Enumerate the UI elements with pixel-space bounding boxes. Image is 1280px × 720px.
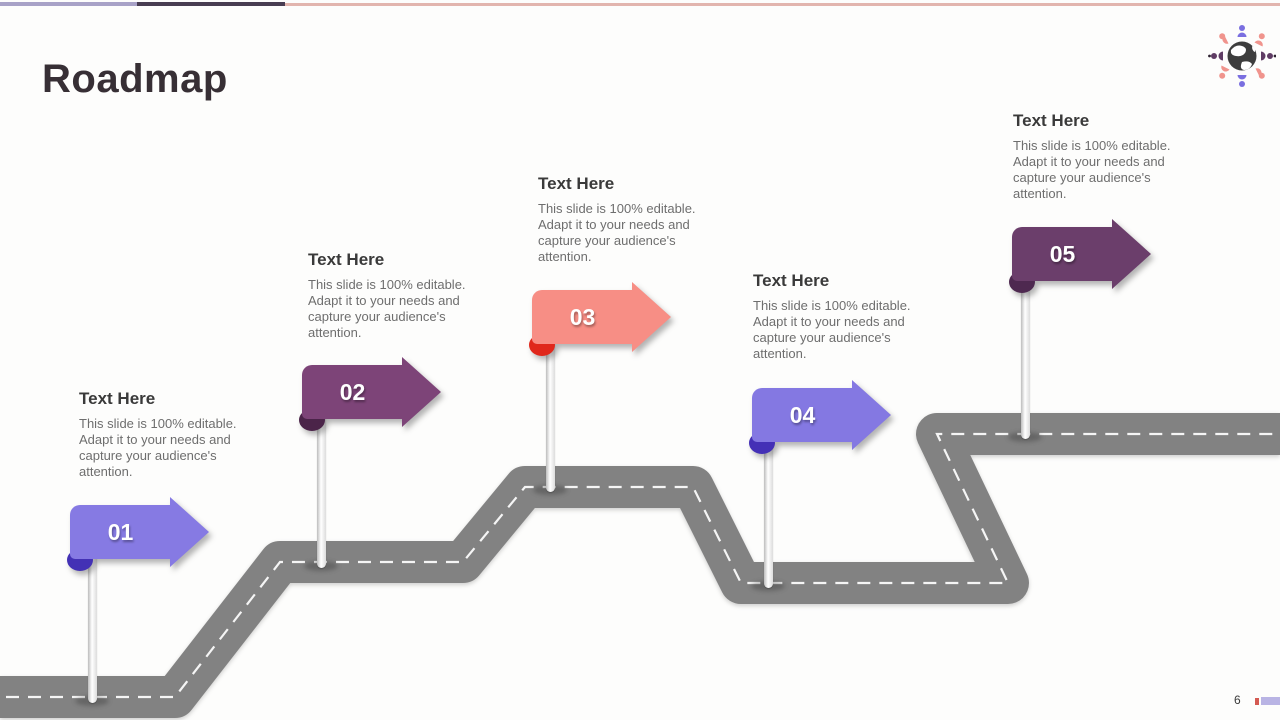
logo-person-w [1208,51,1223,61]
sign-number-01: 01 [107,518,134,545]
sign-number-05: 05 [1049,240,1076,267]
header-accent-bar-mid [137,2,285,6]
milestone-sign-05: 05 [1009,219,1152,293]
signpost-pole-02 [317,400,326,568]
sign-arrowhead-04 [852,380,891,450]
milestone-text-04: Text Here This slide is 100% editable. A… [753,271,925,362]
page-number: 6 [1234,693,1241,707]
sign-number-04: 04 [789,401,816,428]
sign-body-05 [1012,227,1113,281]
milestone-description-01: This slide is 100% editable. Adapt it to… [79,416,237,480]
sign-number-02: 02 [339,378,366,405]
road-centerline [0,432,1280,699]
sign-body-03 [532,290,633,344]
logo-person-nw [1219,33,1229,44]
milestone-sign-03: 03 [529,282,672,356]
sign-number-03: 03 [569,303,596,330]
footer-accent-bar [1261,697,1280,705]
milestone-sign-02: 02 [299,357,442,431]
header-accent-bar-right [285,3,1280,6]
footer-red-mark [1255,698,1259,705]
milestone-heading-05: Text Here [1013,111,1090,130]
milestone-text-01: Text Here This slide is 100% editable. A… [79,389,251,480]
milestone-sign-04: 04 [749,380,892,454]
signpost-pole-05 [1021,260,1030,439]
sign-body-04 [752,388,853,442]
logo-person-e [1261,51,1276,61]
slide-title: Roadmap [42,56,228,101]
sign-body-01 [70,505,171,559]
sign-arrowhead-05 [1112,219,1151,289]
sign-arrowhead-02 [402,357,441,427]
sign-arrowhead-03 [632,282,671,352]
milestone-text-05: Text Here This slide is 100% editable. A… [1013,111,1185,202]
milestone-sign-01: 01 [67,497,210,571]
logo-person-n [1237,25,1247,37]
milestone-text-02: Text Here This slide is 100% editable. A… [308,250,480,341]
milestone-heading-03: Text Here [538,174,615,193]
logo-person-se [1255,68,1265,79]
milestone-description-04: This slide is 100% editable. Adapt it to… [753,298,911,362]
signpost-pole-01 [88,540,97,703]
logo-person-ne [1254,33,1265,47]
milestone-description-02: This slide is 100% editable. Adapt it to… [308,277,466,341]
logo-person-s [1237,75,1247,87]
milestone-heading-01: Text Here [79,389,156,408]
sign-arrowhead-01 [170,497,209,567]
logo-person-sw [1219,65,1230,79]
sign-body-02 [302,365,403,419]
header-accent-bar-left [0,2,137,6]
signpost-pole-04 [764,420,773,588]
logo-globe [1227,41,1257,71]
milestone-description-03: This slide is 100% editable. Adapt it to… [538,201,696,265]
milestone-description-05: This slide is 100% editable. Adapt it to… [1013,138,1171,202]
milestone-heading-02: Text Here [308,250,385,269]
globe-with-people-logo-icon [1208,25,1276,87]
signpost-pole-03 [546,325,555,492]
milestone-text-03: Text Here This slide is 100% editable. A… [538,174,710,265]
milestone-heading-04: Text Here [753,271,830,290]
